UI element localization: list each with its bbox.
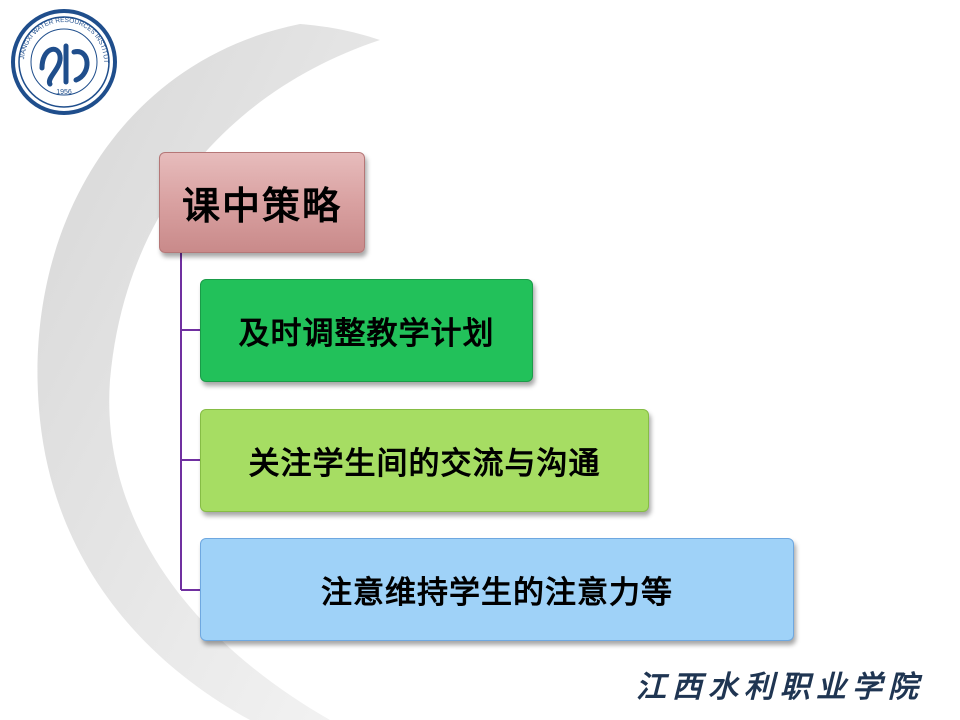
institution-name: 江西水利职业学院: [636, 670, 924, 705]
child-node-2-label: 关注学生间的交流与沟通: [248, 446, 601, 482]
child-node-1: 及时调整教学计划: [200, 279, 533, 382]
logo-seal-icon: JIANGXI WATER RESOURCES INSTITUTE 1956: [8, 3, 117, 115]
child-node-3-label: 注意维持学生的注意力等: [321, 575, 673, 611]
root-node: 课中策略: [159, 152, 365, 253]
child-node-3: 注意维持学生的注意力等: [200, 538, 794, 641]
institution-logo: JIANGXI WATER RESOURCES INSTITUTE 1956: [8, 3, 118, 116]
child-node-1-label: 及时调整教学计划: [238, 316, 495, 352]
root-node-label: 课中策略: [181, 184, 342, 228]
logo-year: 1956: [56, 89, 72, 96]
child-node-2: 关注学生间的交流与沟通: [200, 409, 649, 512]
